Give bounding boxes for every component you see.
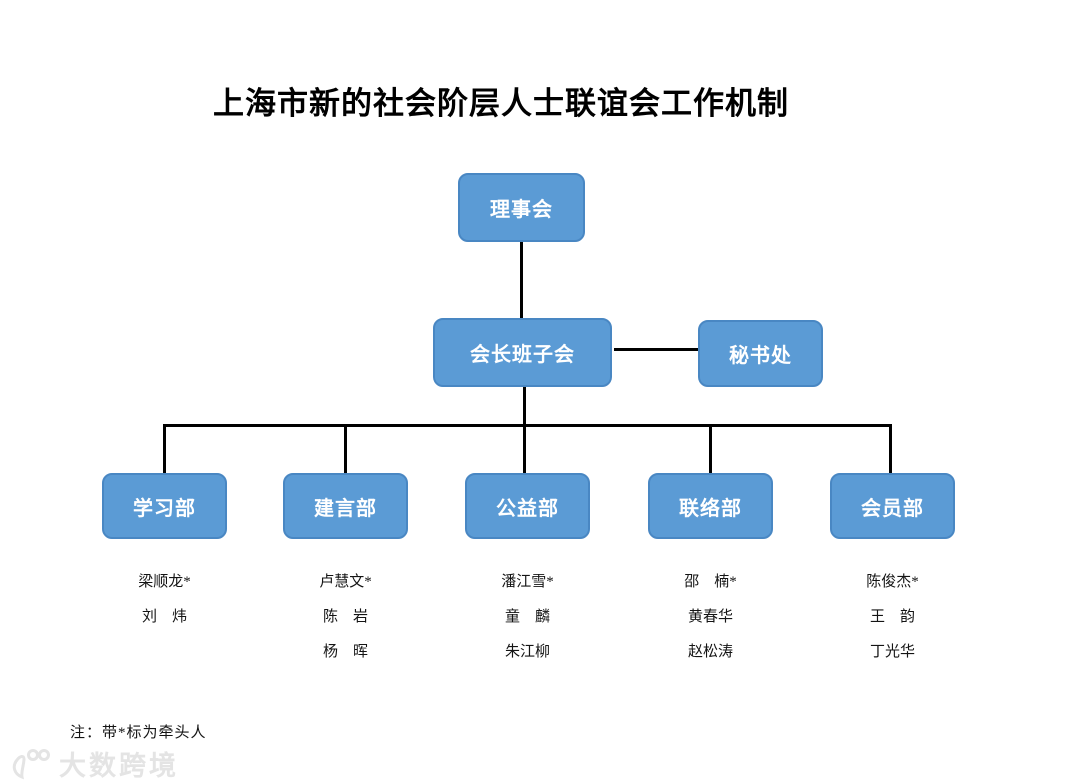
member-name: 陈俊杰*: [866, 574, 919, 590]
connector-distribution-line: [163, 424, 892, 427]
node-dept-study-label: 学习部: [133, 497, 196, 520]
member-list-advisory: 卢慧文* 陈 岩 杨 晖: [283, 563, 408, 668]
page-title: 上海市新的社会阶层人士联谊会工作机制: [213, 86, 789, 121]
watermark-text: 大数跨境: [59, 751, 179, 781]
connector-drop-membership: [889, 424, 892, 473]
node-dept-membership: 会员部: [830, 473, 955, 539]
node-dept-membership-label: 会员部: [861, 497, 924, 520]
footnote: 注：带*标为牵头人: [70, 725, 207, 741]
node-secretariat-label: 秘书处: [729, 345, 792, 367]
member-name: 朱江柳: [504, 644, 550, 660]
node-president-team: 会长班子会: [433, 318, 612, 387]
node-dept-liaison-label: 联络部: [679, 497, 742, 520]
member-name: 潘江雪*: [501, 574, 554, 590]
watermark: 大数跨境: [10, 744, 179, 782]
member-name: 童 麟: [504, 609, 550, 625]
node-president-team-label: 会长班子会: [470, 344, 575, 366]
member-list-study: 梁顺龙* 刘 炜: [102, 563, 227, 633]
connector-drop-advisory: [344, 424, 347, 473]
member-name: 王 韵: [869, 609, 915, 625]
connector-president-to-secretariat: [614, 348, 698, 351]
member-list-membership: 陈俊杰* 王 韵 丁光华: [830, 563, 955, 668]
node-dept-public-welfare-label: 公益部: [496, 497, 559, 520]
member-name: 卢慧文*: [319, 574, 372, 590]
node-dept-study: 学习部: [102, 473, 227, 539]
member-name: 邵 楠*: [684, 574, 737, 590]
node-board-of-directors: 理事会: [458, 173, 585, 242]
connector-drop-study: [163, 424, 166, 473]
member-name: 刘 炜: [141, 609, 187, 625]
connector-drop-liaison: [709, 424, 712, 473]
member-list-liaison: 邵 楠* 黄春华 赵松涛: [648, 563, 773, 668]
member-name: 赵松涛: [687, 644, 733, 660]
node-dept-advisory-label: 建言部: [314, 497, 377, 520]
node-dept-liaison: 联络部: [648, 473, 773, 539]
connector-president-to-departments: [523, 387, 526, 473]
member-name: 丁光华: [869, 644, 915, 660]
member-name: 陈 岩: [322, 609, 368, 625]
node-dept-public-welfare: 公益部: [465, 473, 590, 539]
node-dept-advisory: 建言部: [283, 473, 408, 539]
member-list-public-welfare: 潘江雪* 童 麟 朱江柳: [465, 563, 590, 668]
node-board-label: 理事会: [490, 199, 553, 221]
member-name: 黄春华: [687, 609, 733, 625]
member-name: 梁顺龙*: [138, 574, 191, 590]
node-secretariat: 秘书处: [698, 320, 823, 387]
dashu-100-logo-icon: [12, 748, 50, 779]
member-name: 杨 晖: [322, 644, 368, 660]
connector-board-to-president: [520, 242, 523, 318]
